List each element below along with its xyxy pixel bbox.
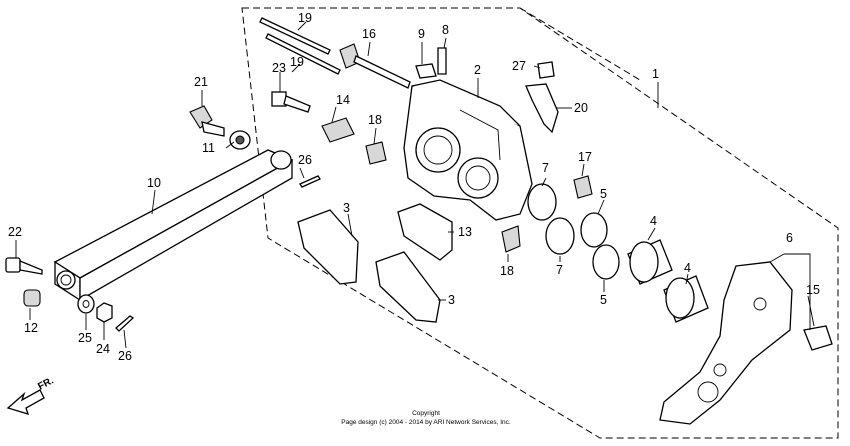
cotter-pin-26-lower [115,315,135,332]
label-10: 10 [147,176,161,190]
label-3-upper: 3 [343,201,350,215]
front-label: FR. [36,375,56,392]
cotter-pin-26-upper [299,175,321,188]
label-1: 1 [652,67,659,81]
label-2: 2 [474,63,481,77]
label-3-lower: 3 [448,293,455,307]
collar-12 [23,289,41,307]
label-4-lower: 4 [684,261,691,275]
label-26-upper: 26 [298,153,312,167]
seal-7-lower [545,217,575,255]
copyright-notice: Copyright Page design (c) 2004 - 2014 by… [341,410,511,426]
callout-labels: 1 2 3 3 4 4 5 5 6 7 7 8 9 10 11 12 13 14… [8,11,820,363]
label-4-upper: 4 [650,214,657,228]
label-19-lower: 19 [290,55,304,69]
boot-18-upper [365,141,387,165]
bolt-23 [271,91,311,113]
caliper-body-2 [403,79,533,221]
pins-19 [259,17,341,75]
bolt-27 [537,61,555,79]
nut-24 [96,302,113,323]
clip-15 [803,325,833,351]
label-6: 6 [786,231,793,245]
label-18-lower: 18 [500,264,514,278]
label-7-upper: 7 [542,161,549,175]
boot-17 [573,175,593,199]
label-23: 23 [272,61,286,75]
label-11: 11 [202,141,215,155]
pad-spring-13 [397,203,453,261]
leader-lines [15,21,815,349]
washer-25 [77,294,95,314]
caliper-bracket-6 [659,261,793,425]
brake-pad-3-upper [297,209,359,285]
boot-18-lower [501,225,521,253]
label-12: 12 [24,321,38,335]
bolt-21 [189,105,251,150]
label-15: 15 [806,283,820,297]
front-arrow-icon [6,389,45,415]
label-9: 9 [418,27,425,41]
bracket-20 [525,83,559,134]
label-16: 16 [362,27,376,41]
label-25: 25 [78,331,92,345]
seal-5-lower [592,244,620,280]
label-20: 20 [574,101,588,115]
brake-pad-3-lower [375,251,441,323]
label-18-upper: 18 [368,113,382,127]
bleeder-valve-8 [437,47,447,75]
sleeve-14 [321,117,355,143]
label-14: 14 [336,93,350,107]
label-21: 21 [194,75,208,89]
label-26-lower: 26 [118,349,132,363]
pin-bolt-16 [339,43,411,89]
label-19-upper: 19 [298,11,312,25]
torque-rod [53,149,294,302]
copyright-line-2: Page design (c) 2004 - 2014 by ARI Netwo… [341,419,511,426]
seal-7-upper [527,183,557,221]
label-5-lower: 5 [600,293,607,307]
copyright-line-1: Copyright [412,410,440,417]
assembly-outline [241,7,839,439]
label-22: 22 [8,225,22,239]
bleeder-cap-9 [415,63,437,79]
label-27: 27 [512,59,526,73]
label-17: 17 [578,150,592,164]
label-13: 13 [458,225,472,239]
label-8: 8 [442,23,449,37]
label-7-lower: 7 [556,263,563,277]
label-5-upper: 5 [600,187,607,201]
label-24: 24 [96,342,110,356]
bolt-22 [5,257,43,275]
seal-5-upper [580,212,608,248]
front-direction-indicator: FR. [6,375,56,415]
